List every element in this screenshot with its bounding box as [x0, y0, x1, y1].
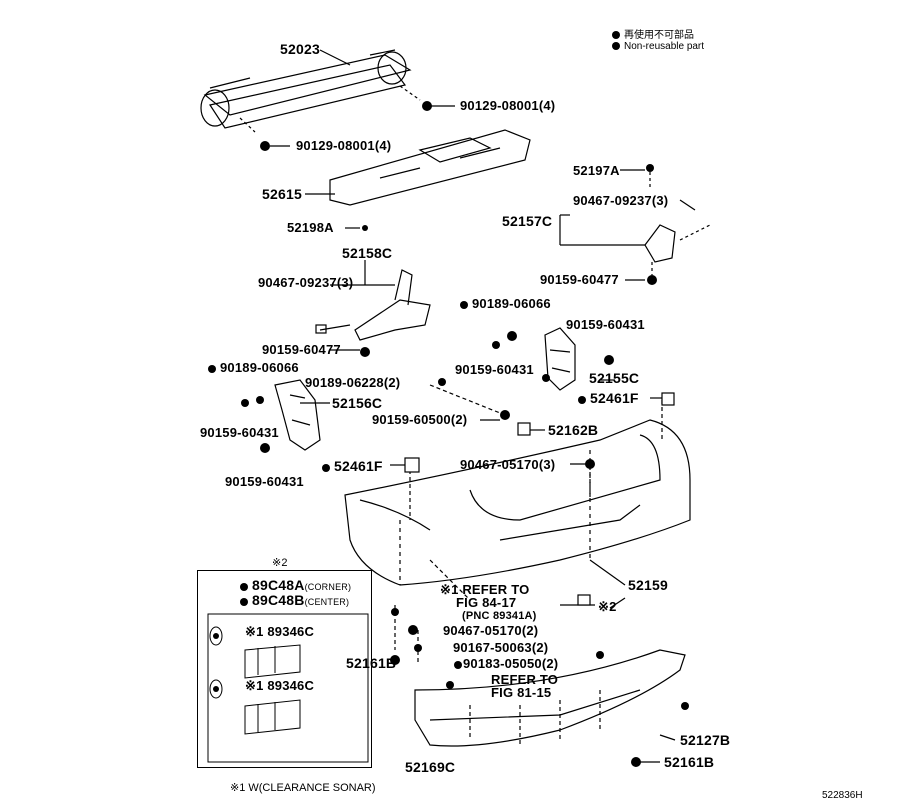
non-reusable-dot-icon [612, 31, 620, 39]
part-label-90159-60431[interactable]: 90159-60431 [225, 474, 304, 489]
part-label-52169C[interactable]: 52169C [405, 759, 456, 775]
energy-absorber-52615 [329, 129, 531, 206]
inset-title: ※2 [272, 557, 288, 569]
inset-box-sonar [197, 570, 372, 768]
reference-mark-2: ※2 [598, 599, 617, 614]
part-label-52197A[interactable]: 52197A [573, 163, 620, 178]
leader-dashes [394, 384, 663, 665]
part-label-90189-06066[interactable]: 90189-06066 [460, 297, 551, 311]
non-reusable-dot-icon [322, 464, 330, 472]
lower-cover-52169C [414, 649, 686, 747]
part-label-90159-60431[interactable]: 90159-60431 [455, 362, 534, 377]
part-label-52198A[interactable]: 52198A [287, 220, 334, 235]
part-label-52159[interactable]: 52159 [628, 577, 668, 593]
part-label-90467-05170[interactable]: 90467-05170(3) [460, 457, 556, 472]
footnote: ※1 W(CLEARANCE SONAR) [230, 782, 376, 794]
part-label-90189-06228[interactable]: 90189-06228(2) [305, 375, 401, 390]
side-bracket-52155C [544, 327, 576, 391]
part-label-90467-09237[interactable]: 90467-09237(3) [573, 193, 669, 208]
side-bracket-52156C [274, 379, 321, 451]
non-reusable-dot-icon [578, 396, 586, 404]
part-label-90129-08001[interactable]: 90129-08001(4) [460, 98, 556, 113]
refer-to-fig-84-17-number[interactable]: FIG 84-17 [456, 595, 517, 610]
part-label-90467-09237[interactable]: 90467-09237(3) [258, 275, 354, 290]
part-label-89C48B[interactable]: 89C48B(CENTER) [240, 593, 349, 609]
non-reusable-dot-icon [240, 598, 248, 606]
part-label-90129-08001[interactable]: 90129-08001(4) [296, 138, 392, 153]
part-label-89346C[interactable]: ※1 89346C [245, 678, 315, 693]
part-label-90159-60477[interactable]: 90159-60477 [540, 272, 619, 287]
part-label-90167-50063[interactable]: 90167-50063(2) [453, 640, 549, 655]
part-label-90159-60477[interactable]: 90159-60477 [262, 342, 341, 357]
part-label-52461F[interactable]: 52461F [578, 391, 639, 405]
part-label-90189-06066[interactable]: 90189-06066 [208, 361, 299, 375]
fasteners [241, 101, 689, 767]
part-label-90159-60500[interactable]: 90159-60500(2) [372, 412, 468, 427]
legend-non-reusable-jp: 再使用不可部品 [612, 26, 694, 41]
part-label-90183-05050[interactable]: 90183-05050(2) [463, 656, 559, 671]
part-label-52615[interactable]: 52615 [262, 186, 302, 202]
bumper-cover-52159 [344, 419, 691, 586]
retainer-52157C [644, 172, 711, 275]
non-reusable-dot-icon [612, 42, 620, 50]
non-reusable-dot-icon [208, 365, 216, 373]
part-label-90159-60431[interactable]: 90159-60431 [200, 425, 279, 440]
non-reusable-dot-icon [460, 301, 468, 309]
part-label-52157C[interactable]: 52157C [502, 213, 553, 229]
refer-to-fig-81-15[interactable]: REFER TO [491, 672, 559, 687]
part-label-89346C[interactable]: ※1 89346C [245, 624, 315, 639]
refer-to-fig-84-17[interactable]: ※1 REFER TO [440, 582, 530, 597]
part-label-52158C[interactable]: 52158C [342, 245, 393, 261]
refer-pnc-89341A: (PNC 89341A) [462, 610, 537, 622]
part-label-52156C[interactable]: 52156C [332, 395, 383, 411]
part-label-52023[interactable]: 52023 [280, 41, 320, 57]
part-label-52161B[interactable]: 52161B [664, 754, 715, 770]
legend-non-reusable-en: Non-reusable part [612, 41, 704, 52]
part-label-52461F[interactable]: 52461F [322, 459, 383, 473]
part-label-90467-05170[interactable]: 90467-05170(2) [443, 623, 539, 638]
part-label-90159-60431[interactable]: 90159-60431 [566, 317, 645, 332]
part-label-52155C[interactable]: 52155C [589, 370, 640, 386]
part-label-89C48A[interactable]: 89C48A(CORNER) [240, 578, 351, 594]
part-label-52162B[interactable]: 52162B [548, 422, 599, 438]
inset-drawings [207, 613, 369, 763]
non-reusable-dot-icon [240, 583, 248, 591]
refer-to-fig-81-15-number[interactable]: FIG 81-15 [491, 685, 552, 700]
retainer-52158C [315, 269, 431, 341]
reinforcement-beam-52023 [200, 49, 421, 133]
figure-id: 522836H [822, 790, 863, 801]
part-label-52127B[interactable]: 52127B [680, 732, 731, 748]
